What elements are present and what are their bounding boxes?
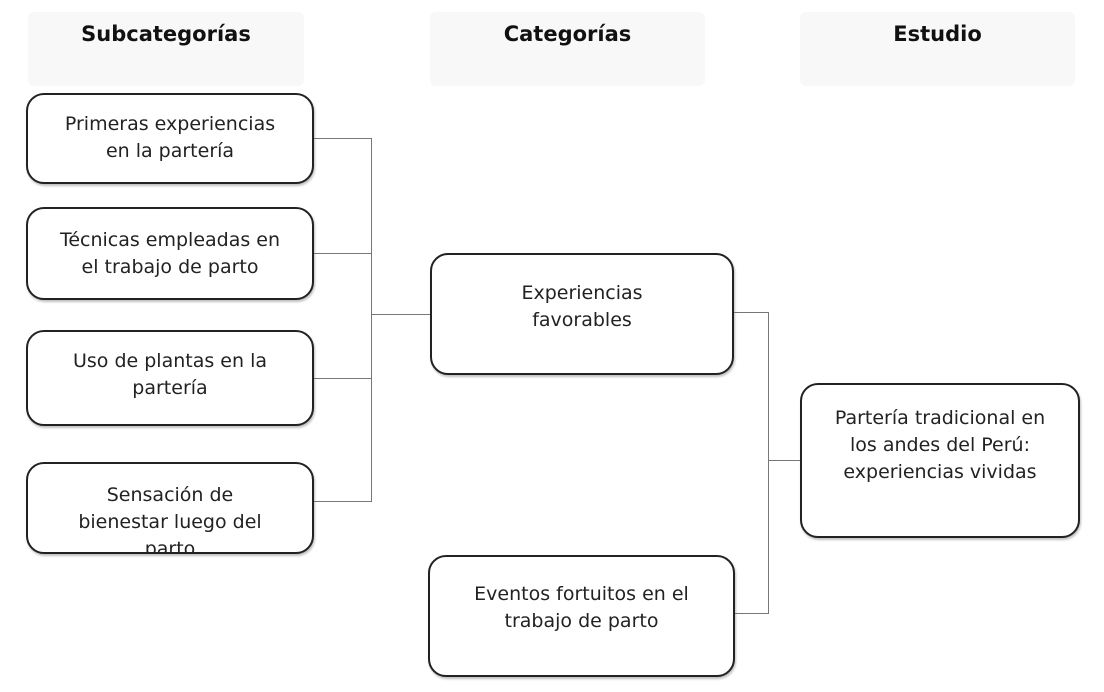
category-text: Eventos fortuitos en el trabajo de parto <box>474 583 689 632</box>
subcategory-text: Técnicas empleadas en el trabajo de part… <box>59 229 281 278</box>
connector-line <box>768 312 769 614</box>
connector-line <box>734 312 768 313</box>
category-text: Experiencias favorables <box>521 282 643 331</box>
header-background <box>28 12 304 86</box>
connector-line <box>371 138 372 502</box>
study-text: Partería tradicional en los andes del Pe… <box>834 407 1046 483</box>
category-box: Experiencias favorables <box>430 253 734 375</box>
study-box: Partería tradicional en los andes del Pe… <box>800 383 1080 538</box>
subcategory-text: Uso de plantas en la partería <box>72 350 267 399</box>
subcategory-text: Primeras experiencias en la partería <box>64 113 276 162</box>
subcategory-box: Técnicas empleadas en el trabajo de part… <box>26 207 314 300</box>
subcategory-box: Sensación de bienestar luego del parto <box>26 462 314 554</box>
connector-line <box>314 253 371 254</box>
connector-line <box>768 460 800 461</box>
subcategory-text: Sensación de bienestar luego del parto <box>78 484 262 554</box>
category-box: Eventos fortuitos en el trabajo de parto <box>428 555 735 677</box>
header-background <box>430 12 705 86</box>
header-categories: Categorías <box>503 22 632 46</box>
header-subcategories: Subcategorías <box>81 22 251 46</box>
connector-line <box>371 314 430 315</box>
subcategory-box: Uso de plantas en la partería <box>26 330 314 426</box>
connector-line <box>314 378 371 379</box>
connector-line <box>314 501 371 502</box>
header-background <box>800 12 1075 86</box>
header-study: Estudio <box>893 22 982 46</box>
connector-line <box>314 138 371 139</box>
subcategory-box: Primeras experiencias en la partería <box>26 93 314 184</box>
connector-line <box>735 613 768 614</box>
